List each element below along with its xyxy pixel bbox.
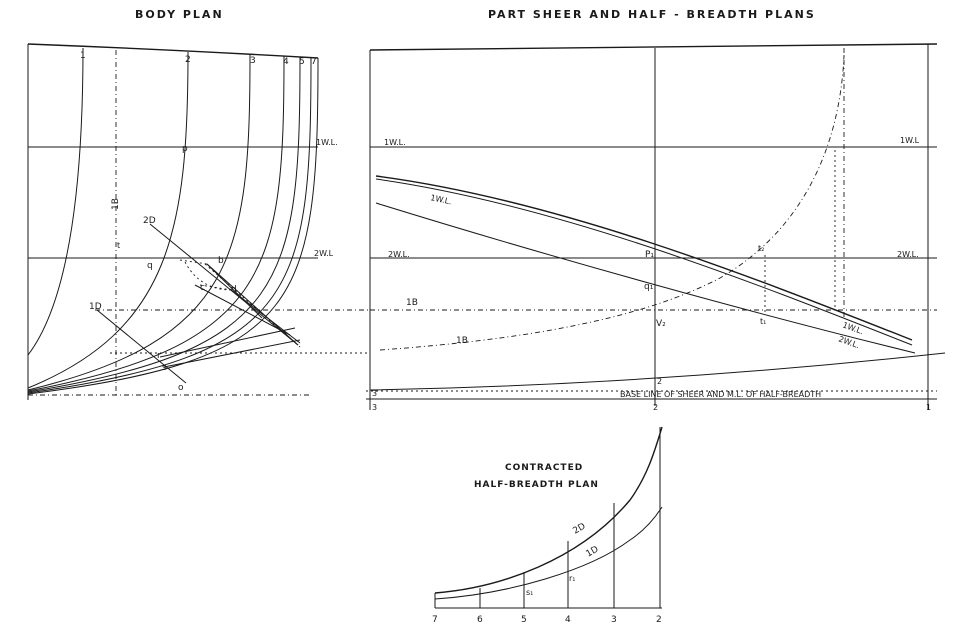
curve-1d <box>434 506 663 600</box>
end-2wl-label: 2W.L. <box>837 334 860 350</box>
body-plan: 1 2 3 4 5 7 1W.L. 2W.L 1B 2D 1D p q t b … <box>27 43 370 400</box>
point-s: s <box>162 363 167 373</box>
section-curve-2 <box>27 51 189 389</box>
station-label: 4 <box>565 615 571 625</box>
point-t1: t₁ <box>760 317 766 326</box>
construction-line <box>229 288 301 344</box>
body-wl1-label: 1W.L. <box>316 138 338 147</box>
half-breadth-bottom-curve <box>369 352 946 391</box>
station-label: 3 <box>611 615 617 625</box>
curve-1wl-label: 1W.L. <box>430 193 453 206</box>
section-3-top-label: 3 <box>372 389 377 398</box>
half-breadth-1wl-curve <box>375 175 913 341</box>
contracted-title-line-1: CONTRACTED <box>505 463 583 473</box>
section-curve-3 <box>27 54 251 391</box>
station-label: 7 <box>432 615 438 625</box>
station-label: 5 <box>521 615 527 625</box>
sheer-plans-title: PART SHEER AND HALF - BREADTH PLANS <box>488 8 816 21</box>
point-q1: q₁ <box>644 282 654 292</box>
sheer-wl1-left-label: 1W.L. <box>384 138 406 147</box>
section-1-bottom-label: 1 <box>926 403 931 412</box>
point-d: d <box>231 285 237 295</box>
point-s1: s₁ <box>526 588 533 597</box>
half-breadth-1wl-curve-inner <box>375 178 913 346</box>
section-number: 2 <box>185 55 191 65</box>
contracted-title-line-2: HALF-BREADTH PLAN <box>474 480 599 490</box>
half-breadth-2wl-curve <box>375 202 916 354</box>
construction-dotted-line <box>179 259 208 265</box>
point-b: b <box>218 256 224 266</box>
sheer-plan: 1W.L. 1W.L 2W.L. 2W.L. 1W.L. 1B 1B P₁ q₁… <box>366 43 946 412</box>
section-2-top-label: 2 <box>657 377 662 386</box>
section-number: 7 <box>311 57 317 67</box>
body-1b-label: 1B <box>111 198 121 210</box>
point-o: o <box>178 383 184 393</box>
point-c: c <box>200 283 205 293</box>
point-p1: P₁ <box>645 250 654 260</box>
section-curve-6 <box>27 57 312 394</box>
construction-line <box>163 339 301 368</box>
point-r1: r₁ <box>569 574 576 583</box>
base-line-label: BASE LINE OF SHEER AND M.L. OF HALF-BREA… <box>620 390 821 399</box>
construction-dotted-line <box>204 263 301 348</box>
construction-line <box>206 263 263 319</box>
body-wl2-label: 2W.L <box>314 249 334 258</box>
diagonal-2d <box>149 223 299 346</box>
curve-1d-label: 1D <box>585 545 601 560</box>
body-plan-sheer-line <box>27 43 319 59</box>
station-label: 2 <box>656 615 662 625</box>
station-label: 6 <box>477 615 483 625</box>
point-t: t <box>117 241 120 250</box>
sheer-wl1-right-label: 1W.L <box>900 136 920 145</box>
point-r: r <box>157 351 161 361</box>
curve-2d-label: 2D <box>572 522 588 537</box>
sheer-line <box>369 43 938 51</box>
section-curve-4 <box>27 55 285 392</box>
sheer-1b-upper-label: 1B <box>406 298 418 308</box>
section-3-bottom-label: 3 <box>372 403 377 412</box>
sheer-wl2-left-label: 2W.L. <box>388 250 410 259</box>
point-v2: V₂ <box>656 319 666 329</box>
end-1wl-label: 1W.L. <box>841 320 864 336</box>
section-2-bottom-label: 2 <box>653 403 658 412</box>
construction-line <box>194 284 291 336</box>
section-curve-7 <box>27 57 319 395</box>
section-number: 3 <box>250 56 256 66</box>
point-q: q <box>147 261 153 271</box>
body-plan-title: BODY PLAN <box>135 8 224 21</box>
section-curve-1 <box>27 47 84 356</box>
construction-line <box>159 327 296 358</box>
section-number: 1 <box>80 51 86 61</box>
section-number: 4 <box>283 57 289 67</box>
sheer-1b-lower-label: 1B <box>456 336 468 346</box>
contracted-half-breadth-plan: CONTRACTED HALF-BREADTH PLAN 2D 1D s₁ r₁… <box>432 426 663 625</box>
diagonal-2d-label: 2D <box>143 216 156 226</box>
construction-dotted-line <box>199 284 233 291</box>
diagonal-1d-label: 1D <box>89 302 102 312</box>
section-number: 5 <box>299 57 305 67</box>
point-t2: t₂ <box>758 244 764 253</box>
diagonal-1d <box>96 309 187 384</box>
point-p: p <box>182 144 188 154</box>
sheer-wl2-right-label: 2W.L. <box>897 250 919 259</box>
curve-2d <box>434 426 663 594</box>
section-curve-5 <box>27 56 301 393</box>
buttock-1b-curve <box>379 54 845 351</box>
